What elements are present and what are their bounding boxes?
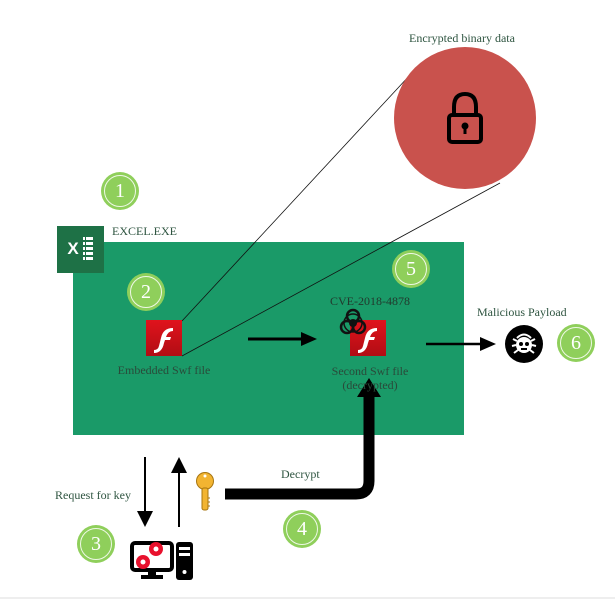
arrow-second-to-payload	[426, 337, 496, 351]
request-for-key-label: Request for key	[55, 488, 131, 502]
link-line-top	[181, 74, 411, 322]
embedded-swf-flash-icon	[146, 320, 182, 356]
bottom-divider	[0, 597, 615, 599]
excel-exe-label: EXCEL.EXE	[112, 224, 177, 238]
step-5-badge: 5	[392, 250, 430, 288]
step-3-badge: 3	[77, 525, 115, 563]
second-swf-label-line2: (decrypted)	[342, 378, 398, 392]
arrow-decrypt	[225, 378, 381, 500]
encrypted-data-circle	[394, 47, 536, 189]
second-swf-flash-icon	[350, 320, 386, 356]
gear-icon	[136, 542, 163, 569]
arrow-request-key-down	[137, 457, 153, 527]
excel-icon: X	[57, 226, 104, 273]
arrow-key-response-up	[171, 457, 187, 527]
malicious-payload-label: Malicious Payload	[477, 305, 567, 319]
decrypt-label: Decrypt	[281, 467, 320, 481]
padlock-icon	[447, 91, 483, 144]
biohazard-icon	[339, 308, 367, 335]
flash-f-glyph	[154, 328, 173, 353]
computer-gears-icon	[130, 541, 193, 580]
bug-glyph	[511, 333, 537, 354]
arrow-embedded-to-second	[248, 332, 317, 346]
second-swf-label-line1: Second Swf file	[331, 364, 409, 378]
embedded-swf-label: Embedded Swf file	[117, 363, 211, 377]
step-6-badge: 6	[557, 324, 595, 362]
step-1-badge: 1	[101, 172, 139, 210]
link-line-bottom	[181, 182, 501, 357]
cve-label: CVE-2018-4878	[330, 294, 410, 308]
step-2-badge: 2	[127, 273, 165, 311]
flash-f-glyph	[358, 328, 377, 353]
key-icon	[196, 472, 214, 511]
bug-malware-icon	[505, 325, 543, 363]
step-4-badge: 4	[283, 510, 321, 548]
encrypted-data-label: Encrypted binary data	[409, 31, 515, 45]
